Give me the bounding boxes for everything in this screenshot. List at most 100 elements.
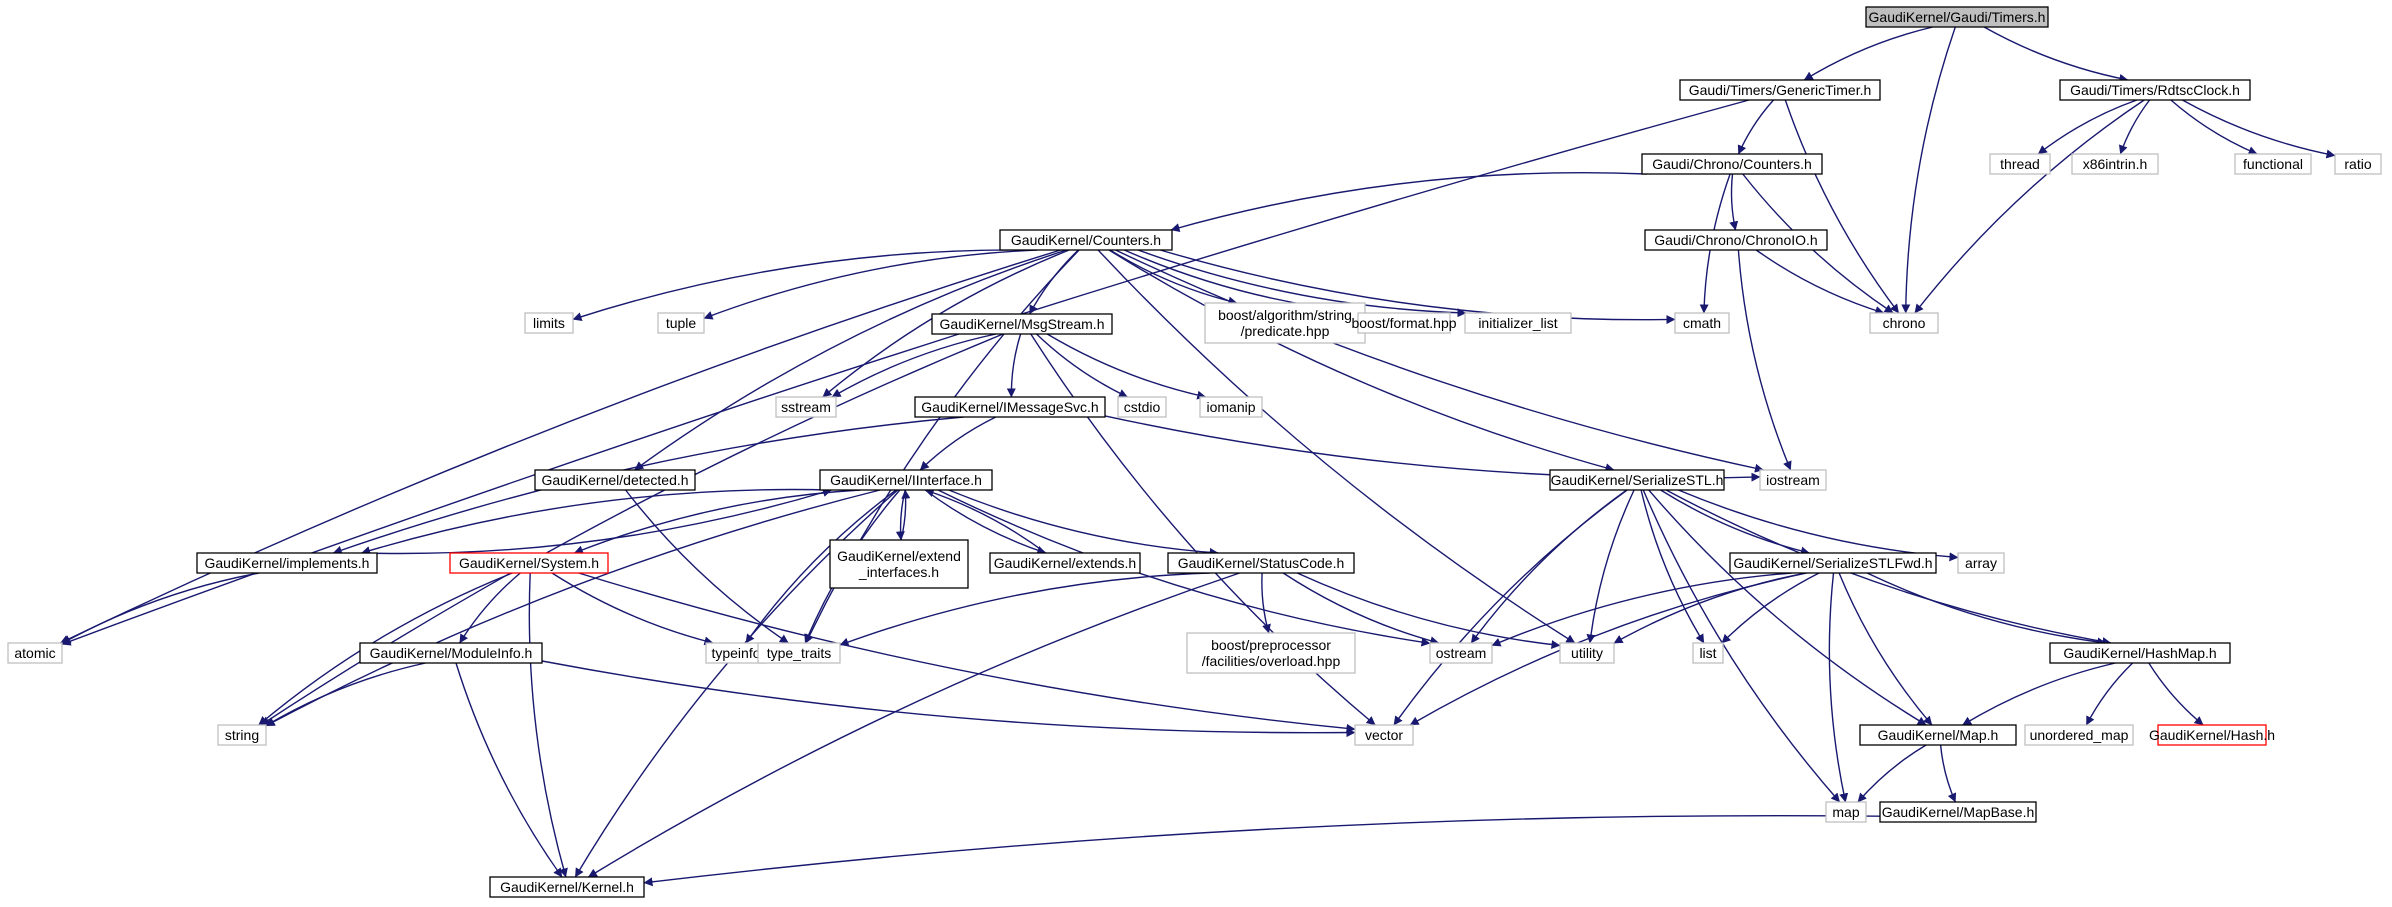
edge-serializestlfwd-to-map xyxy=(1828,572,1849,803)
edge-statuscode-to-typetraits xyxy=(839,572,1210,647)
node-box xyxy=(775,396,837,418)
edge-serializestlfwd-to-list xyxy=(1721,572,1820,644)
edge-msgstream-to-sstream xyxy=(831,333,997,398)
edge-serializestl-to-map xyxy=(1642,489,1841,803)
node-box xyxy=(2071,153,2159,175)
node-msgstream[interactable]: GaudiKernel/MsgStream.h xyxy=(931,313,1113,335)
edge-implements-to-iinterface xyxy=(361,488,832,555)
node-system[interactable]: GaudiKernel/System.h xyxy=(449,552,609,574)
node-box xyxy=(1559,642,1615,664)
node-initializerlist: initializer_list xyxy=(1464,312,1572,334)
node-label: cstdio xyxy=(1124,399,1161,415)
node-box xyxy=(819,469,993,491)
node-iinterface[interactable]: GaudiKernel/IInterface.h xyxy=(819,469,993,491)
edge-statuscode-to-kernel xyxy=(588,572,1240,878)
node-label: x86intrin.h xyxy=(2083,156,2148,172)
edge-system-to-vector xyxy=(578,572,1356,733)
node-extendinterfaces[interactable]: GaudiKernel/extend_interfaces.h xyxy=(829,539,969,589)
node-label: GaudiKernel/Kernel.h xyxy=(500,879,634,895)
edge-rdtscclock-to-ratio xyxy=(2182,99,2336,159)
edge-iinterface-to-ostream xyxy=(937,489,1431,647)
node-box xyxy=(1957,552,2005,574)
node-gkcounters[interactable]: GaudiKernel/Counters.h xyxy=(999,229,1173,251)
node-box xyxy=(2024,724,2134,746)
node-box xyxy=(534,469,696,491)
node-box xyxy=(1641,153,1823,175)
node-string: string xyxy=(217,724,267,746)
node-box xyxy=(2049,642,2231,664)
edge-chronocounters-to-chronoio xyxy=(1729,173,1739,231)
node-timers[interactable]: GaudiKernel/Gaudi/Timers.h xyxy=(1865,6,2049,28)
node-box xyxy=(196,552,378,574)
edge-rdtscclock-to-functional xyxy=(2170,99,2258,155)
edge-gkcounters-to-limits xyxy=(572,249,1022,321)
node-label: GaudiKernel/implements.h xyxy=(205,555,370,571)
edge-statuscode-to-ostream xyxy=(1282,572,1440,646)
node-label: Gaudi/Timers/GenericTimer.h xyxy=(1689,82,1872,98)
node-serializestlfwd[interactable]: GaudiKernel/SerializeSTLFwd.h xyxy=(1729,552,1937,574)
node-label: chrono xyxy=(1883,315,1926,331)
node-kernel[interactable]: GaudiKernel/Kernel.h xyxy=(489,876,645,898)
node-label: map xyxy=(1832,804,1859,820)
node-extends[interactable]: GaudiKernel/extends.h xyxy=(989,552,1141,574)
node-box xyxy=(1679,79,1881,101)
node-chronoio[interactable]: Gaudi/Chrono/ChronoIO.h xyxy=(1644,229,1828,251)
node-box xyxy=(1692,642,1724,664)
node-box xyxy=(1759,469,1827,491)
node-label: GaudiKernel/MsgStream.h xyxy=(940,316,1105,332)
edge-moduleinfo-to-kernel xyxy=(455,662,563,878)
edge-hashmap-to-unorderedmap xyxy=(2085,662,2134,726)
edge-timers-to-generictimer xyxy=(1803,26,1933,81)
node-rdtscclock[interactable]: Gaudi/Timers/RdtscClock.h xyxy=(2059,79,2251,101)
edge-serializestl-to-serializestlfwd xyxy=(1660,489,1810,556)
node-limits: limits xyxy=(524,312,574,334)
node-vector: vector xyxy=(1354,724,1414,746)
node-implements[interactable]: GaudiKernel/implements.h xyxy=(196,552,378,574)
edge-msgstream-to-iomanip xyxy=(1046,333,1207,400)
edge-serializestl-to-list xyxy=(1640,489,1705,644)
edge-serializestlfwd-to-gkmap xyxy=(1838,572,1933,726)
node-label: GaudiKernel/IMessageSvc.h xyxy=(921,399,1098,415)
edge-serializestl-to-array xyxy=(1678,489,1959,562)
edge-generictimer-to-chronocounters xyxy=(1737,99,1775,155)
node-label: boost/format.hpp xyxy=(1351,315,1456,331)
node-chronocounters[interactable]: Gaudi/Chrono/Counters.h xyxy=(1641,153,1823,175)
edge-statuscode-to-boostoverload xyxy=(1261,572,1271,634)
edge-system-to-string xyxy=(258,572,513,726)
edge-implements-to-atomic xyxy=(61,572,260,645)
edge-serializestlfwd-to-hashmap xyxy=(1866,572,2107,647)
node-moduleinfo[interactable]: GaudiKernel/ModuleInfo.h xyxy=(359,642,543,664)
node-box xyxy=(1989,153,2051,175)
edge-system-to-typeinfo xyxy=(551,572,714,646)
node-label: GaudiKernel/IInterface.h xyxy=(830,472,982,488)
edge-iinterface-to-kernel xyxy=(574,489,899,878)
edge-gkcounters-to-cmath xyxy=(1160,249,1676,325)
node-gkmap[interactable]: GaudiKernel/Map.h xyxy=(1859,724,2017,746)
node-hash[interactable]: GaudiKernel/Hash.h xyxy=(2149,724,2275,746)
node-label: cmath xyxy=(1683,315,1721,331)
edge-moduleinfo-to-vector xyxy=(541,660,1356,738)
edge-gkcounters-to-serializestl xyxy=(1108,249,1615,473)
edge-serializestl-to-hashmap xyxy=(1665,489,2112,646)
node-label: GaudiKernel/System.h xyxy=(459,555,599,571)
node-generictimer[interactable]: Gaudi/Timers/GenericTimer.h xyxy=(1679,79,1881,101)
edge-detected-to-typetraits xyxy=(625,489,789,644)
node-label: GaudiKernel/Hash.h xyxy=(2149,727,2275,743)
node-box xyxy=(1167,552,1355,574)
edge-msgstream-to-cstdio xyxy=(1036,333,1128,398)
node-detected[interactable]: GaudiKernel/detected.h xyxy=(534,469,696,491)
node-imessagesvc[interactable]: GaudiKernel/IMessageSvc.h xyxy=(914,396,1106,418)
node-box xyxy=(1644,229,1828,251)
node-label: GaudiKernel/SerializeSTLFwd.h xyxy=(1733,555,1932,571)
node-serializestl[interactable]: GaudiKernel/SerializeSTL.h xyxy=(1549,469,1725,491)
node-box xyxy=(1464,312,1572,334)
node-box xyxy=(657,312,705,334)
node-mapbase[interactable]: GaudiKernel/MapBase.h xyxy=(1879,801,2037,823)
node-label: list xyxy=(1699,645,1716,661)
edge-system-to-moduleinfo xyxy=(459,572,521,644)
node-box xyxy=(1729,552,1937,574)
node-hashmap[interactable]: GaudiKernel/HashMap.h xyxy=(2049,642,2231,664)
node-box xyxy=(989,552,1141,574)
node-box xyxy=(1859,724,2017,746)
node-statuscode[interactable]: GaudiKernel/StatusCode.h xyxy=(1167,552,1355,574)
